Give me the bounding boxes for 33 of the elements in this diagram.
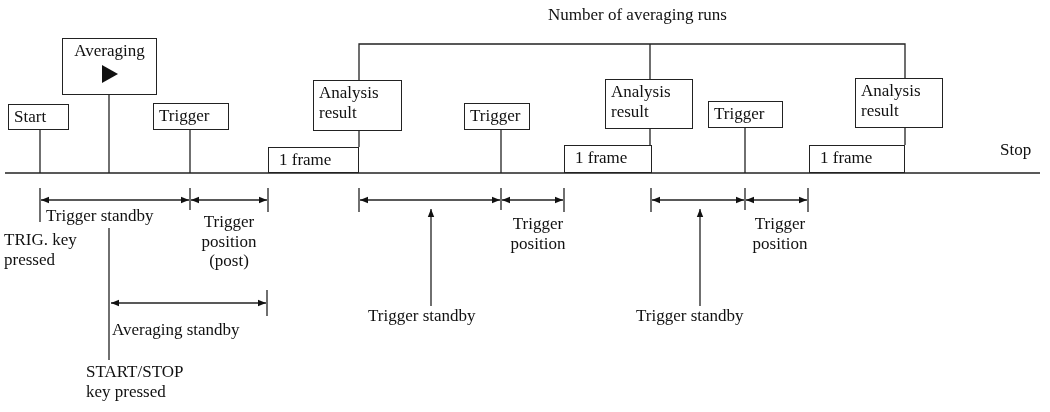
event-box: Trigger bbox=[464, 103, 530, 130]
averaging-box bbox=[62, 38, 157, 95]
frame-box: 1 frame bbox=[268, 147, 359, 173]
leader-arrow bbox=[696, 208, 704, 307]
result-box: Analysis result bbox=[855, 78, 943, 128]
frame-box: 1 frame bbox=[564, 145, 652, 173]
connector-line bbox=[39, 129, 41, 174]
connector-line bbox=[189, 129, 191, 174]
annotation-text: Stop bbox=[1000, 140, 1033, 160]
leader-arrow bbox=[427, 208, 435, 307]
annotation-text: Number of averaging runs bbox=[548, 5, 728, 25]
annotation-text: TRIG. key pressed bbox=[4, 230, 78, 270]
connector-line bbox=[904, 127, 906, 146]
annotation-text: Trigger position (post) bbox=[200, 212, 258, 271]
frame-box: 1 frame bbox=[809, 145, 905, 173]
box-title: Averaging bbox=[73, 41, 146, 61]
event-box: Trigger bbox=[708, 101, 783, 128]
connector-line bbox=[358, 130, 360, 148]
annotation-text: Trigger position bbox=[751, 214, 809, 254]
annotation-text: Trigger standby bbox=[368, 306, 496, 326]
annotation-text: Trigger standby bbox=[46, 206, 155, 226]
result-box: Analysis result bbox=[605, 79, 693, 129]
annotation-text: Averaging standby bbox=[112, 320, 241, 340]
connector-line bbox=[649, 128, 651, 146]
event-box: Trigger bbox=[153, 103, 229, 130]
annotation-text: Trigger position bbox=[509, 214, 567, 254]
connector-line bbox=[500, 129, 502, 174]
connector-line bbox=[108, 94, 110, 174]
event-box: Start bbox=[8, 104, 69, 130]
result-box: Analysis result bbox=[313, 80, 402, 131]
connector-line bbox=[744, 127, 746, 174]
annotation-text: START/STOP key pressed bbox=[86, 362, 184, 402]
annotation-text: Trigger standby bbox=[636, 306, 764, 326]
